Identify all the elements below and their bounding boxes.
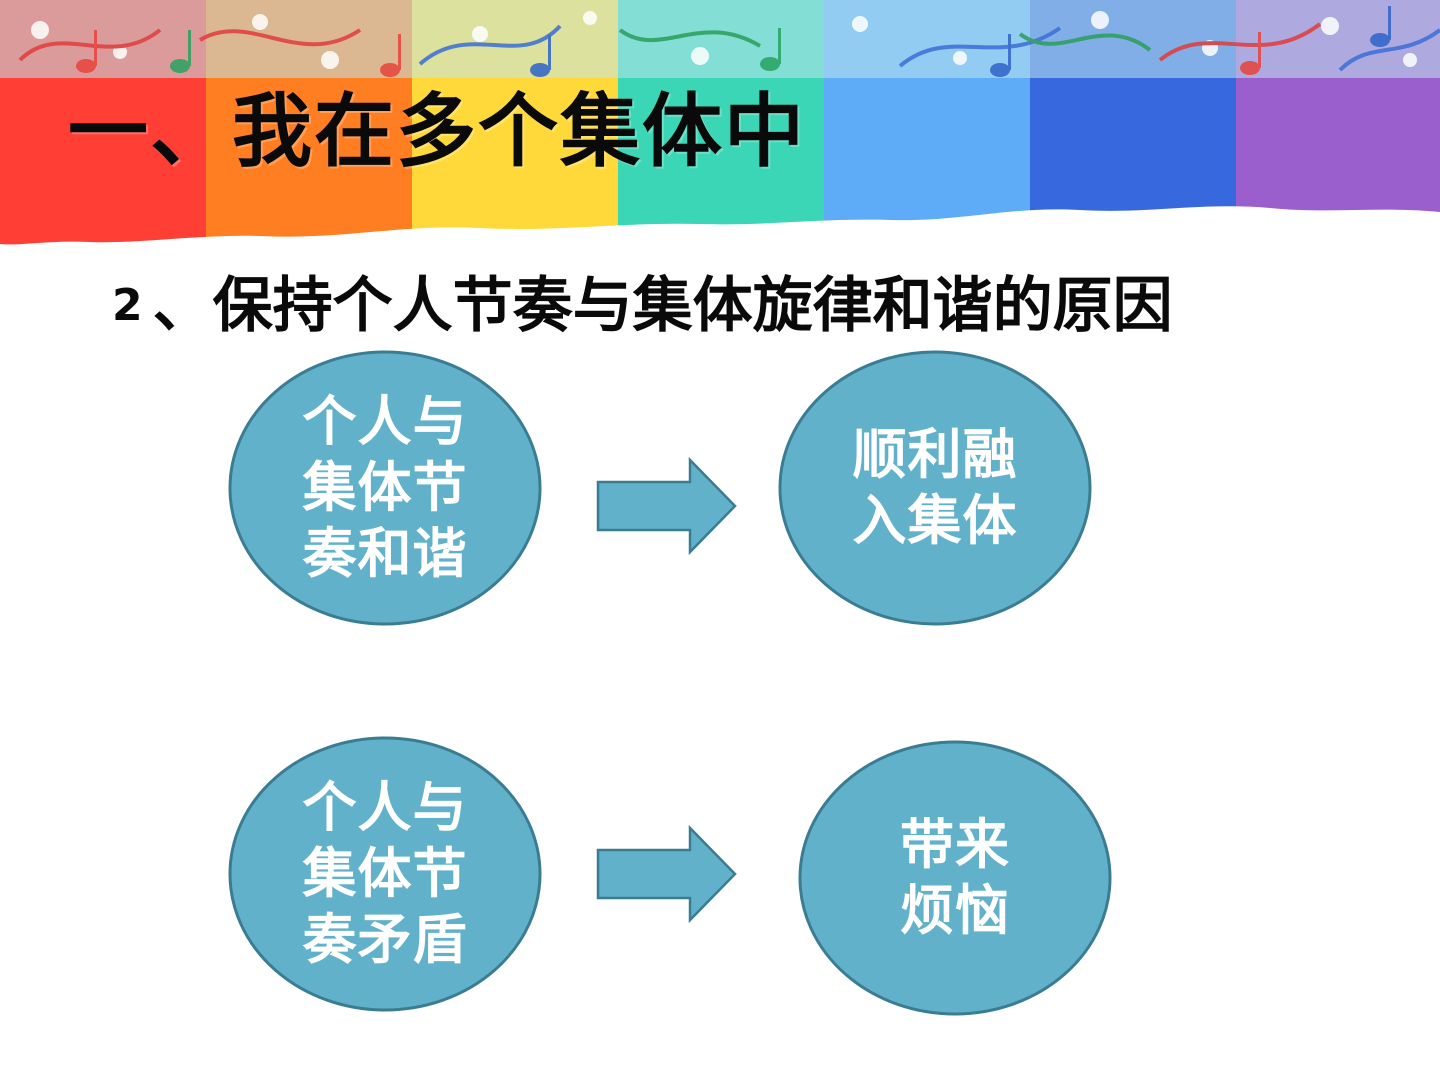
cause-node-2-label: 个人与集体节奏矛盾: [302, 776, 468, 971]
section-title-text: 、保持个人节奏与集体旋律和谐的原因: [152, 271, 1173, 341]
rainbow-banner: [0, 0, 1440, 245]
section-number: 2: [112, 280, 143, 331]
effect-node-1-label: 顺利融入集体: [852, 423, 1018, 552]
effect-node-2: 带来烦恼: [800, 742, 1110, 1014]
effect-node-2-label: 带来烦恼: [900, 813, 1010, 942]
main-title: 一、我在多个集体中: [68, 85, 806, 178]
arrow-right-icon: [596, 824, 737, 924]
cause-node-2: 个人与集体节奏矛盾: [230, 738, 540, 1010]
cause-node-1-label: 个人与集体节奏和谐: [302, 390, 468, 585]
cause-node-1: 个人与集体节奏和谐: [230, 352, 540, 624]
effect-node-1: 顺利融入集体: [780, 352, 1090, 624]
section-title: 2、保持个人节奏与集体旋律和谐的原因: [112, 276, 1173, 336]
music-notes-decoration: [18, 6, 1440, 77]
arrow-right-icon: [596, 456, 737, 556]
